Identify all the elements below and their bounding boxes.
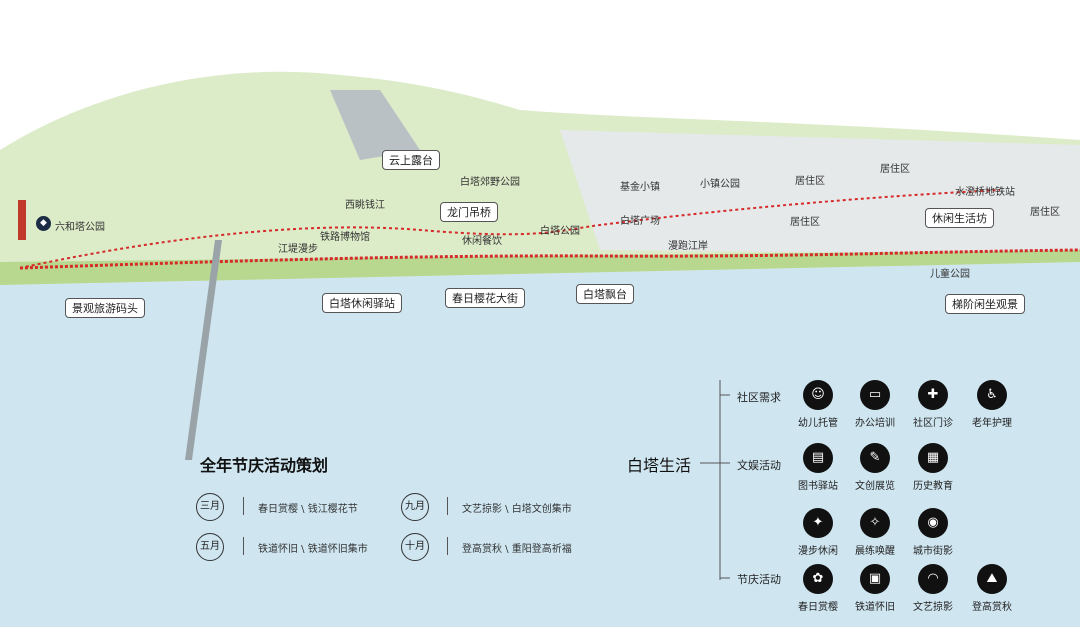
place-label: 居住区	[790, 217, 820, 228]
month-badge: 十月	[401, 533, 429, 561]
life-item: ⛰登高赏秋	[962, 564, 1022, 613]
life-item: ✦漫步休闲	[788, 508, 848, 557]
place-label: 漫跑江岸	[668, 241, 708, 252]
clinic-icon: ✚	[918, 380, 948, 410]
childcare-icon: ☺	[803, 380, 833, 410]
event-text: 春日赏樱 \ 钱江樱花节	[258, 504, 358, 515]
life-item: ☺幼儿托管	[788, 380, 848, 429]
place-label: 水澄桥地铁站	[955, 187, 1015, 198]
place-label: 白塔公园	[540, 226, 580, 237]
park-icon: ◆	[36, 216, 51, 231]
train-icon: ▣	[860, 564, 890, 594]
callout-cloud-terrace: 云上露台	[382, 150, 440, 170]
fan-icon: ◠	[918, 564, 948, 594]
event-text: 铁道怀旧 \ 铁道怀旧集市	[258, 544, 368, 555]
event-text: 文艺掠影 \ 白塔文创集市	[462, 504, 572, 515]
category-entertainment: 文娱活动	[737, 459, 781, 472]
life-item: ▤图书驿站	[788, 443, 848, 492]
inland-route	[19, 189, 1001, 269]
place-label: 儿童公园	[930, 269, 970, 280]
callout-baita-platform: 白塔飘台	[576, 284, 634, 304]
place-label: 白塔广场	[620, 216, 660, 227]
walking-icon: ✦	[803, 508, 833, 538]
life-item: ✎文创展览	[845, 443, 905, 492]
place-label: 西眺钱江	[345, 200, 385, 211]
riverbank	[0, 250, 1080, 285]
palette-icon: ✎	[860, 443, 890, 473]
life-item: ▦历史教育	[903, 443, 963, 492]
elderly-icon: ♿	[977, 380, 1007, 410]
life-item: ✧晨练唤醒	[845, 508, 905, 557]
pagoda-icon	[18, 200, 26, 240]
office-icon: ▭	[860, 380, 890, 410]
life-item: ✚社区门诊	[903, 380, 963, 429]
category-community: 社区需求	[737, 391, 781, 404]
life-item: ◉城市街影	[903, 508, 963, 557]
life-item: ▣铁道怀旧	[845, 564, 905, 613]
cherry-icon: ✿	[803, 564, 833, 594]
book-icon: ▤	[803, 443, 833, 473]
life-item: ♿老年护理	[962, 380, 1022, 429]
month-badge: 三月	[196, 493, 224, 521]
callout-leisure-workshop: 休闲生活坊	[925, 208, 994, 228]
life-item: ◠文艺掠影	[903, 564, 963, 613]
callout-baita-station: 白塔休闲驿站	[322, 293, 402, 313]
life-item: ✿春日赏樱	[788, 564, 848, 613]
callout-tour-pier: 景观旅游码头	[65, 298, 145, 318]
exercise-icon: ✧	[860, 508, 890, 538]
camera-icon: ◉	[918, 508, 948, 538]
railway-bridge	[185, 240, 222, 460]
place-label: 基金小镇	[620, 182, 660, 193]
event-text: 登高赏秋 \ 重阳登高祈福	[462, 544, 572, 555]
callout-cherry-avenue: 春日樱花大街	[445, 288, 525, 308]
place-label: 休闲餐饮	[462, 236, 502, 247]
place-label: 居住区	[1030, 207, 1060, 218]
museum-icon: ▦	[918, 443, 948, 473]
place-label: 小镇公园	[700, 179, 740, 190]
festival-title: 全年节庆活动策划	[200, 456, 329, 475]
place-label: 白塔郊野公园	[460, 177, 520, 188]
place-label: 居住区	[880, 164, 910, 175]
riverside-route	[19, 248, 1080, 270]
place-label: 六和塔公园	[55, 222, 105, 233]
month-badge: 五月	[196, 533, 224, 561]
place-label: 江堤漫步	[278, 244, 318, 255]
hiking-icon: ⛰	[977, 564, 1007, 594]
month-badge: 九月	[401, 493, 429, 521]
life-item: ▭办公培训	[845, 380, 905, 429]
place-label: 居住区	[795, 176, 825, 187]
callout-gantry-bridge: 龙门吊桥	[440, 202, 498, 222]
quarry	[330, 90, 420, 160]
category-festival: 节庆活动	[737, 573, 781, 586]
place-label: 铁路博物馆	[320, 232, 370, 243]
callout-step-seating: 梯阶闲坐观景	[945, 294, 1025, 314]
life-title: 白塔生活	[627, 456, 692, 475]
